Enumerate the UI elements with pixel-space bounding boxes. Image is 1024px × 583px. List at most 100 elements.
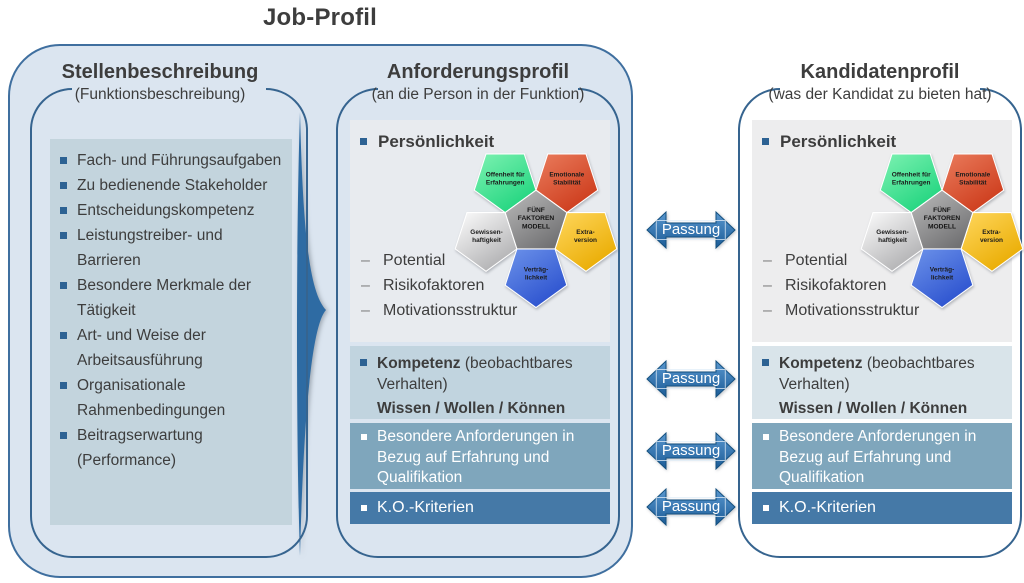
stellenbeschreibung-panel: Fach- und Führungsaufgaben Zu bedienende…: [30, 87, 308, 558]
kompetenz-heading-rest: (beobachtbares Verhalten): [377, 355, 573, 393]
dash-icon: –: [763, 252, 772, 269]
list-item-text: Entscheidungskompetenz: [77, 202, 255, 219]
svg-text:Offenheit für: Offenheit für: [892, 171, 931, 178]
svg-text:Verträg-: Verträg-: [930, 266, 955, 273]
persoenlichkeit-heading: Persönlichkeit: [780, 132, 897, 151]
svg-text:version: version: [574, 237, 597, 244]
kandidatenprofil-panel: Persönlichkeit –Potential –Risikofaktore…: [738, 87, 1024, 558]
bullet-square-icon: [361, 434, 367, 440]
dash-item-text: Motivationsstruktur: [383, 302, 518, 319]
svg-text:FAKTOREN: FAKTOREN: [924, 215, 961, 222]
svg-text:Gewissen-: Gewissen-: [876, 229, 908, 236]
svg-text:Stabilität: Stabilität: [553, 180, 581, 187]
dash-icon: –: [361, 277, 370, 294]
bullet-square-icon: [60, 182, 67, 189]
passung-arrow: Passung: [645, 484, 737, 530]
bullet-square-icon: [360, 138, 367, 145]
stellenbeschreibung-list: Fach- und Führungsaufgaben Zu bedienende…: [50, 139, 292, 525]
svg-text:lichkeit: lichkeit: [525, 274, 548, 281]
bullet-square-icon: [762, 138, 769, 145]
svg-text:Stabilität: Stabilität: [959, 180, 987, 187]
kompetenz-heading: Kompetenz: [779, 355, 863, 372]
dash-icon: –: [361, 302, 370, 319]
ko-kriterien-text: K.O.-Kriterien: [377, 499, 474, 516]
list-item-text: Organisationale Rahmenbedingungen: [77, 377, 226, 419]
svg-text:version: version: [980, 237, 1003, 244]
section-ko-kriterien: K.O.-Kriterien: [350, 492, 610, 524]
bullet-square-icon: [60, 432, 67, 439]
stellenbeschreibung-title-block: Stellenbeschreibung (Funktionsbeschreibu…: [38, 60, 282, 104]
stellenbeschreibung-title: Stellenbeschreibung: [61, 61, 259, 83]
svg-text:haftigkeit: haftigkeit: [878, 237, 908, 244]
chevron-right-icon: [297, 112, 326, 556]
double-arrow-icon: [646, 431, 736, 471]
bullet-square-icon: [60, 232, 67, 239]
list-item-text: Beitragserwartung (Performance): [77, 427, 203, 469]
svg-text:haftigkeit: haftigkeit: [472, 237, 502, 244]
kompetenz-subline: Wissen / Wollen / Können: [377, 400, 566, 417]
section-ko-kriterien: K.O.-Kriterien: [752, 492, 1012, 524]
svg-text:FÜNF: FÜNF: [933, 205, 951, 214]
list-item: Besondere Merkmale der Tätigkeit: [50, 273, 286, 323]
passung-arrow: Passung: [645, 207, 737, 253]
persoenlichkeit-sub-items: –Potential –Risikofaktoren –Motivationss…: [762, 248, 919, 323]
dash-item: –Motivationsstruktur: [762, 298, 919, 323]
list-item: Art- und Weise der Arbeitsausführung: [50, 323, 286, 373]
kandidatenprofil-title-block: Kandidatenprofil (was der Kandidat zu bi…: [740, 60, 1020, 104]
kompetenz-heading: Kompetenz: [377, 355, 461, 372]
section-kompetenz: Kompetenz (beobachtbares Verhalten) Wiss…: [752, 346, 1012, 419]
pentagon-extraversion: [960, 212, 1024, 272]
pentagon-extraversion: [554, 212, 618, 272]
section-kompetenz: Kompetenz (beobachtbares Verhalten) Wiss…: [350, 346, 610, 419]
svg-text:FÜNF: FÜNF: [527, 205, 545, 214]
bullet-square-icon: [60, 157, 67, 164]
bullet-square-icon: [763, 434, 769, 440]
kompetenz-subline: Wissen / Wollen / Können: [779, 400, 968, 417]
passung-label: Passung: [655, 497, 727, 517]
list-item-text: Besondere Merkmale der Tätigkeit: [77, 277, 252, 319]
section-besondere-anforderungen: Besondere Anforderungen in Bezug auf Erf…: [350, 423, 610, 489]
svg-text:Emotionale: Emotionale: [955, 171, 990, 178]
passung-arrow: Passung: [645, 428, 737, 474]
passung-label: Passung: [655, 220, 727, 240]
ko-kriterien-text: K.O.-Kriterien: [779, 499, 876, 516]
passung-label: Passung: [655, 441, 727, 461]
anforderungsprofil-title: Anforderungsprofil: [386, 61, 570, 83]
svg-text:Extra-: Extra-: [576, 229, 594, 236]
kompetenz-heading-rest: (beobachtbares Verhalten): [779, 355, 975, 393]
anforderungsprofil-subtitle: (an die Person in der Funktion): [371, 86, 585, 103]
pentagon-conscientiousness: [860, 212, 924, 272]
dash-item: –Potential: [762, 248, 919, 273]
svg-text:MODELL: MODELL: [928, 223, 956, 230]
passung-arrow: Passung: [645, 356, 737, 402]
svg-text:Erfahrungen: Erfahrungen: [486, 180, 525, 187]
dash-item-text: Motivationsstruktur: [785, 302, 920, 319]
svg-text:Erfahrungen: Erfahrungen: [892, 180, 931, 187]
bullet-square-icon: [60, 207, 67, 214]
bullet-square-icon: [763, 505, 769, 511]
list-item: Fach- und Führungsaufgaben: [50, 148, 286, 173]
pentagon-conscientiousness: [454, 212, 518, 272]
kandidatenprofil-subtitle: (was der Kandidat zu bieten hat): [768, 86, 992, 103]
five-factor-model: Offenheit für Erfahrungen Emotionale Sta…: [856, 148, 1024, 310]
list-item-text: Fach- und Führungsaufgaben: [77, 152, 282, 169]
panel-top-mask: [378, 87, 578, 92]
dash-icon: –: [361, 252, 370, 269]
list-item: Organisationale Rahmenbedingungen: [50, 373, 286, 423]
kandidatenprofil-title: Kandidatenprofil: [800, 61, 960, 83]
list-item: Leistungstreiber- und Barrieren: [50, 223, 286, 273]
list-item: Entscheidungskompetenz: [50, 198, 286, 223]
persoenlichkeit-heading-row: Persönlichkeit: [752, 120, 1012, 152]
dash-item-text: Potential: [785, 252, 848, 269]
panel-top-mask: [72, 87, 266, 92]
panel-top-mask: [780, 87, 980, 92]
svg-text:lichkeit: lichkeit: [931, 274, 954, 281]
passung-label: Passung: [655, 369, 727, 389]
list-item-text: Zu bedienende Stakeholder: [77, 177, 268, 194]
svg-text:MODELL: MODELL: [522, 223, 550, 230]
persoenlichkeit-sub-items: –Potential –Risikofaktoren –Motivationss…: [360, 248, 517, 323]
section-besondere-anforderungen: Besondere Anforderungen in Bezug auf Erf…: [752, 423, 1012, 489]
svg-text:Verträg-: Verträg-: [524, 266, 549, 273]
bullet-square-icon: [762, 359, 769, 366]
